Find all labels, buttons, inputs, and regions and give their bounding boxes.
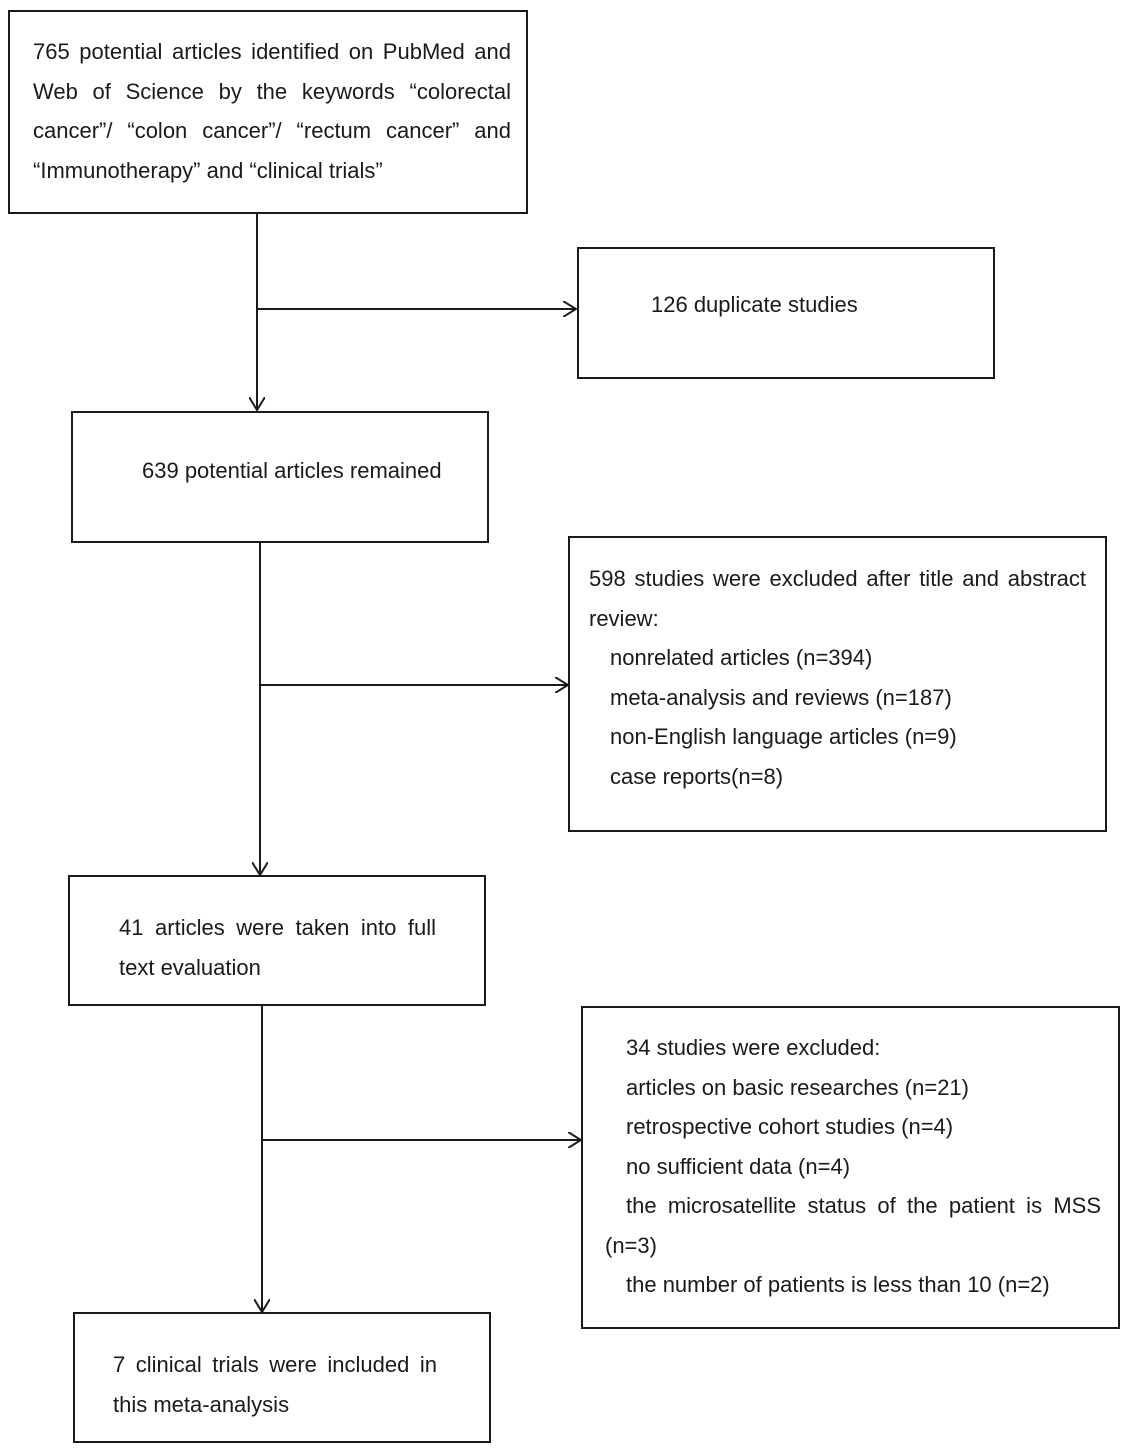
duplicates-box: 126 duplicate studies bbox=[577, 247, 995, 379]
exclusion-item: case reports(n=8) bbox=[610, 763, 784, 789]
exclusion-item: non-English language articles (n=9) bbox=[610, 724, 957, 749]
included-trials-box: 7 clinical trials were included in this … bbox=[73, 1312, 491, 1443]
exclusion-item: meta-analysis and reviews (n=187) bbox=[610, 684, 952, 710]
search-results-box: 765 potential articles identified on Pub… bbox=[8, 10, 528, 214]
search-line-3: cancer”/ “colon cancer”/ “rectum cancer”… bbox=[33, 118, 511, 143]
full-text-evaluation-box: 41 articles were taken into full text ev… bbox=[68, 875, 486, 1006]
duplicates-text: 126 duplicate studies bbox=[651, 292, 858, 317]
search-line-1: 765 potential articles identified on Pub… bbox=[33, 39, 511, 64]
full-text-exclusion-item: the number of patients is less than 10 (… bbox=[626, 1272, 1050, 1297]
remained-text: 639 potential articles remained bbox=[142, 458, 442, 483]
search-line-2: Web of Science by the keywords “colorect… bbox=[33, 78, 511, 104]
search-line-4: “Immunotherapy” and “clinical trials” bbox=[33, 157, 383, 183]
full-text-exclusion-item: articles on basic researches (n=21) bbox=[626, 1074, 969, 1100]
exclusion-heading-line-2: review: bbox=[589, 605, 659, 631]
exclusion-heading-line-1: 598 studies were excluded after title an… bbox=[589, 566, 1086, 591]
full-text-exclusion-item: the microsatellite status of the patient… bbox=[626, 1193, 1101, 1218]
included-line-2: this meta-analysis bbox=[113, 1391, 290, 1417]
full-text-exclusion-item-continuation: (n=3) bbox=[605, 1232, 657, 1258]
included-line-1: 7 clinical trials were included in bbox=[113, 1352, 437, 1377]
full-text-exclusion-item: retrospective cohort studies (n=4) bbox=[626, 1114, 954, 1139]
full-text-line-1: 41 articles were taken into full bbox=[119, 915, 436, 940]
title-abstract-exclusion-box: 598 studies were excluded after title an… bbox=[568, 536, 1107, 832]
full-text-exclusion-item: no sufficient data (n=4) bbox=[626, 1153, 851, 1179]
remained-box: 639 potential articles remained bbox=[71, 411, 489, 543]
full-text-exclusion-heading: 34 studies were excluded: bbox=[626, 1035, 881, 1060]
full-text-exclusion-box: 34 studies were excluded: articles on ba… bbox=[581, 1006, 1120, 1329]
full-text-line-2: text evaluation bbox=[119, 954, 261, 980]
exclusion-item: nonrelated articles (n=394) bbox=[610, 645, 873, 670]
